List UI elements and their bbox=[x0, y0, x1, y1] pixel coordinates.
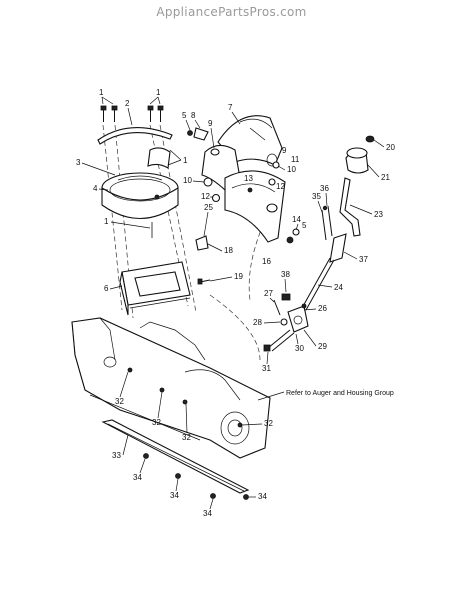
chute-hardware bbox=[187, 127, 300, 285]
callout: 18 bbox=[224, 246, 233, 255]
callout: 7 bbox=[228, 103, 233, 112]
screw-icon bbox=[100, 105, 107, 122]
callout: 16 bbox=[262, 257, 271, 266]
callout: 9 bbox=[208, 119, 213, 128]
callout: 3 bbox=[76, 158, 81, 167]
callout: 35 bbox=[312, 192, 321, 201]
screw-icon bbox=[111, 105, 118, 122]
callout: 12 bbox=[201, 192, 210, 201]
callout: 25 bbox=[204, 203, 213, 212]
screw-icon bbox=[147, 105, 154, 122]
callout: 2 bbox=[125, 99, 130, 108]
callout: 5 bbox=[182, 111, 187, 120]
callout: 12 bbox=[276, 182, 285, 191]
site-watermark: AppliancePartsPros.com bbox=[156, 5, 307, 19]
callout: 6 bbox=[104, 284, 109, 293]
callout: 24 bbox=[334, 283, 343, 292]
callout: 36 bbox=[320, 184, 329, 193]
callout: 34 bbox=[170, 491, 179, 500]
callout: 29 bbox=[318, 342, 327, 351]
callout: 1 bbox=[99, 88, 104, 97]
callout: 26 bbox=[318, 304, 327, 313]
callout: 13 bbox=[244, 174, 253, 183]
callout: 4 bbox=[93, 184, 98, 193]
callout-labels: 1 1 1 1 2 3 4 6 7 5 8 9 9 11 10 10 12 bbox=[76, 88, 395, 518]
callout: 8 bbox=[191, 111, 196, 120]
screw-1-group bbox=[100, 105, 164, 122]
callout: 30 bbox=[295, 344, 304, 353]
callout: 1 bbox=[156, 88, 161, 97]
callout: 19 bbox=[234, 272, 243, 281]
callout: 33 bbox=[112, 451, 121, 460]
callout: 34 bbox=[258, 492, 267, 501]
callout: 9 bbox=[282, 146, 287, 155]
callout: 20 bbox=[386, 143, 395, 152]
nut-34-group bbox=[143, 453, 249, 500]
chute-base bbox=[119, 261, 191, 316]
callout: 32 bbox=[182, 433, 191, 442]
callout: 27 bbox=[264, 289, 273, 298]
callout: 1 bbox=[104, 217, 109, 226]
linkage-assembly bbox=[263, 293, 309, 352]
callout: 31 bbox=[262, 364, 271, 373]
callout: 1 bbox=[183, 156, 188, 165]
scraper-bar bbox=[101, 419, 250, 494]
chute-ring bbox=[101, 172, 179, 220]
screw-icon bbox=[157, 105, 164, 122]
callout: 14 bbox=[292, 215, 301, 224]
callout: 11 bbox=[291, 155, 300, 164]
callout: 21 bbox=[381, 173, 390, 182]
callout: 32 bbox=[115, 397, 124, 406]
callout: 32 bbox=[152, 418, 161, 427]
callout: 28 bbox=[253, 318, 262, 327]
callout: 34 bbox=[133, 473, 142, 482]
callout: 10 bbox=[183, 176, 192, 185]
callout: 23 bbox=[374, 210, 383, 219]
callout: 38 bbox=[281, 270, 290, 279]
reference-note: Refer to Auger and Housing Group bbox=[286, 390, 394, 397]
chute-lower bbox=[224, 170, 286, 243]
callout: 32 bbox=[264, 419, 273, 428]
callout: 34 bbox=[203, 509, 212, 518]
chute-ring-bracket bbox=[97, 127, 173, 169]
callout: 37 bbox=[359, 255, 368, 264]
auger-housing bbox=[71, 317, 271, 459]
callout: 5 bbox=[302, 221, 307, 230]
callout: 10 bbox=[287, 165, 296, 174]
